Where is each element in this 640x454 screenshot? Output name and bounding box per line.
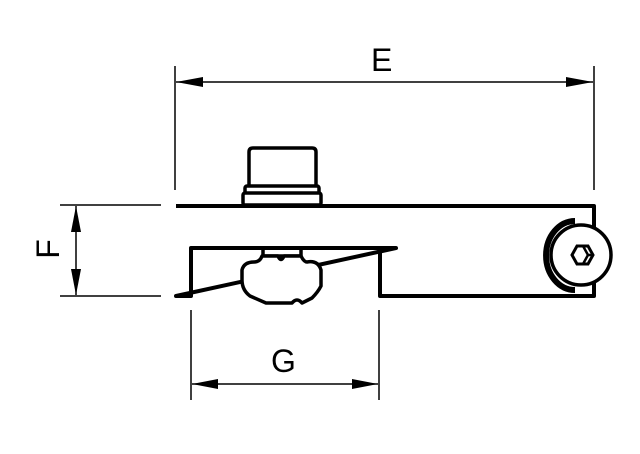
top-screw-head [241, 146, 323, 207]
dimension-f [60, 204, 161, 297]
arrowhead-f-top [71, 206, 81, 232]
arrowhead-f-bottom [71, 269, 81, 295]
arrowhead-e-right [566, 77, 593, 87]
screw-washer-bottom [241, 191, 323, 207]
slot-nut-profile [240, 254, 323, 305]
arrowhead-e-left [176, 77, 203, 87]
dimension-g [190, 310, 380, 400]
arrowhead-g-right [352, 379, 378, 389]
dimension-label-e: E [371, 42, 393, 78]
screw-shadow [543, 218, 576, 293]
dimension-label-f: F [29, 239, 66, 259]
screw-cap [247, 146, 318, 189]
arrowhead-g-left [192, 379, 218, 389]
dimension-e [174, 66, 595, 190]
dimension-label-g: G [271, 343, 296, 379]
bracket-body [174, 204, 596, 298]
t-slot-nut [240, 250, 323, 305]
bracket-outline [174, 204, 596, 298]
hex-socket-inner [581, 245, 593, 265]
hex-socket-screw [543, 218, 613, 293]
